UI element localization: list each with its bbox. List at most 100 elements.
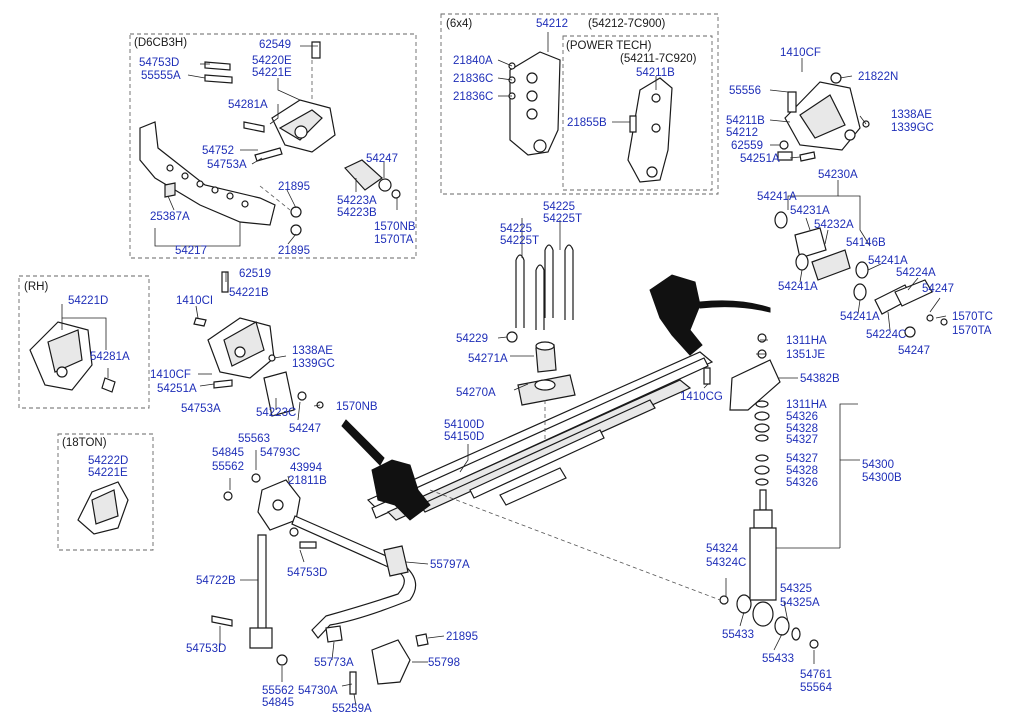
- part-label[interactable]: 1339GC: [292, 358, 335, 370]
- part-label[interactable]: 54271A: [468, 353, 508, 365]
- part-label[interactable]: 1410CG: [680, 391, 723, 403]
- part-label[interactable]: 55433: [762, 653, 794, 665]
- part-label[interactable]: 54221E: [252, 67, 292, 79]
- part-label[interactable]: 21836C: [453, 73, 493, 85]
- part-label[interactable]: 62519: [239, 268, 271, 280]
- part-label[interactable]: 55773A: [314, 657, 354, 669]
- part-label[interactable]: 54224C: [866, 329, 906, 341]
- part-label[interactable]: 54722B: [196, 575, 236, 587]
- part-label[interactable]: 54225: [500, 223, 532, 235]
- part-label[interactable]: 54247: [922, 283, 954, 295]
- part-label[interactable]: 54221E: [88, 467, 128, 479]
- part-label[interactable]: 54325A: [780, 597, 820, 609]
- part-label[interactable]: 1338AE: [891, 109, 932, 121]
- part-label[interactable]: 54247: [898, 345, 930, 357]
- part-label[interactable]: 54300B: [862, 472, 902, 484]
- part-label[interactable]: 1410CF: [150, 369, 191, 381]
- part-label[interactable]: 54325: [780, 583, 812, 595]
- part-label[interactable]: 55797A: [430, 559, 470, 571]
- part-label[interactable]: 54328: [786, 423, 818, 435]
- part-label[interactable]: 54251A: [157, 383, 197, 395]
- part-label[interactable]: 54222D: [88, 455, 128, 467]
- part-label[interactable]: 54241A: [757, 191, 797, 203]
- part-label[interactable]: 1570NB: [336, 401, 378, 413]
- part-label[interactable]: 21855B: [567, 117, 607, 129]
- part-label[interactable]: 54761: [800, 669, 832, 681]
- part-label[interactable]: 54251A: [740, 153, 780, 165]
- part-label[interactable]: 1339GC: [891, 122, 934, 134]
- part-label[interactable]: 54231A: [790, 205, 830, 217]
- part-label[interactable]: 54327: [786, 453, 818, 465]
- part-label[interactable]: 54753D: [287, 567, 327, 579]
- part-label[interactable]: 54223C: [256, 407, 296, 419]
- part-label[interactable]: 21895: [446, 631, 478, 643]
- part-label[interactable]: 54100D: [444, 419, 484, 431]
- part-label[interactable]: 54221D: [68, 295, 108, 307]
- part-label[interactable]: 54324: [706, 543, 739, 555]
- part-label[interactable]: 21895: [278, 245, 310, 257]
- part-label[interactable]: 54225T: [543, 213, 582, 225]
- part-label[interactable]: 54232A: [814, 219, 854, 231]
- part-label[interactable]: 55259A: [332, 703, 372, 715]
- part-label[interactable]: 55564: [800, 682, 833, 694]
- part-label[interactable]: 54224A: [896, 267, 936, 279]
- part-label[interactable]: 1311HA: [786, 335, 827, 347]
- part-label[interactable]: 1570TA: [374, 234, 414, 246]
- part-label[interactable]: 54241A: [778, 281, 818, 293]
- part-label[interactable]: 55433: [722, 629, 754, 641]
- part-label[interactable]: 54326: [786, 411, 818, 423]
- part-label[interactable]: 54300: [862, 459, 894, 471]
- part-label[interactable]: 54212: [726, 127, 758, 139]
- part-label[interactable]: 54247: [289, 423, 321, 435]
- part-label[interactable]: 55562: [262, 685, 294, 697]
- part-label[interactable]: 21822N: [858, 71, 898, 83]
- part-label[interactable]: 1410CF: [780, 47, 821, 59]
- part-label[interactable]: 54212: [536, 18, 568, 30]
- part-label[interactable]: 21836C: [453, 91, 493, 103]
- part-label[interactable]: 21811B: [288, 475, 327, 487]
- part-label[interactable]: 54241A: [840, 311, 880, 323]
- part-label[interactable]: 54150D: [444, 431, 484, 443]
- part-label[interactable]: 54328: [786, 465, 818, 477]
- part-label[interactable]: 54223B: [337, 207, 377, 219]
- part-label[interactable]: 1351JE: [786, 349, 825, 361]
- part-label[interactable]: 62549: [259, 39, 291, 51]
- part-label[interactable]: 54753A: [181, 403, 221, 415]
- part-label[interactable]: 54281A: [228, 99, 268, 111]
- part-label[interactable]: 54223A: [337, 195, 377, 207]
- part-label[interactable]: 21895: [278, 181, 310, 193]
- part-label[interactable]: 55555A: [141, 70, 181, 82]
- part-label[interactable]: 54241A: [868, 255, 908, 267]
- part-label[interactable]: 54327: [786, 434, 818, 446]
- part-label[interactable]: 54225T: [500, 235, 539, 247]
- part-label[interactable]: 54730A: [298, 685, 338, 697]
- part-label[interactable]: 54230A: [818, 169, 858, 181]
- part-label[interactable]: 54220E: [252, 55, 292, 67]
- part-label[interactable]: 54247: [366, 153, 398, 165]
- part-label[interactable]: 25387A: [150, 211, 190, 223]
- part-label[interactable]: 55563: [238, 433, 270, 445]
- part-label[interactable]: 55556: [729, 85, 761, 97]
- part-label[interactable]: 54270A: [456, 387, 496, 399]
- part-label[interactable]: 43994: [290, 462, 323, 474]
- part-label[interactable]: 54281A: [90, 351, 130, 363]
- part-label[interactable]: 54146B: [846, 237, 886, 249]
- part-label[interactable]: 54382B: [800, 373, 840, 385]
- part-label[interactable]: 1338AE: [292, 345, 333, 357]
- part-label[interactable]: 1570TC: [952, 311, 993, 323]
- part-label[interactable]: 55562: [212, 461, 244, 473]
- part-label[interactable]: 54752: [202, 145, 234, 157]
- part-label[interactable]: 62559: [731, 140, 763, 152]
- part-label[interactable]: 54229: [456, 333, 488, 345]
- part-label[interactable]: 1311HA: [786, 399, 827, 411]
- part-label[interactable]: 54845: [262, 697, 294, 709]
- part-label[interactable]: 1570TA: [952, 325, 992, 337]
- part-label[interactable]: 54793C: [260, 447, 300, 459]
- part-label[interactable]: 54211B: [726, 115, 765, 127]
- part-label[interactable]: 1570NB: [374, 221, 416, 233]
- part-label[interactable]: 21840A: [453, 55, 493, 67]
- part-label[interactable]: 55798: [428, 657, 460, 669]
- part-label[interactable]: 54217: [175, 245, 207, 257]
- part-label[interactable]: 1410CI: [176, 295, 213, 307]
- part-label[interactable]: 54324C: [706, 557, 746, 569]
